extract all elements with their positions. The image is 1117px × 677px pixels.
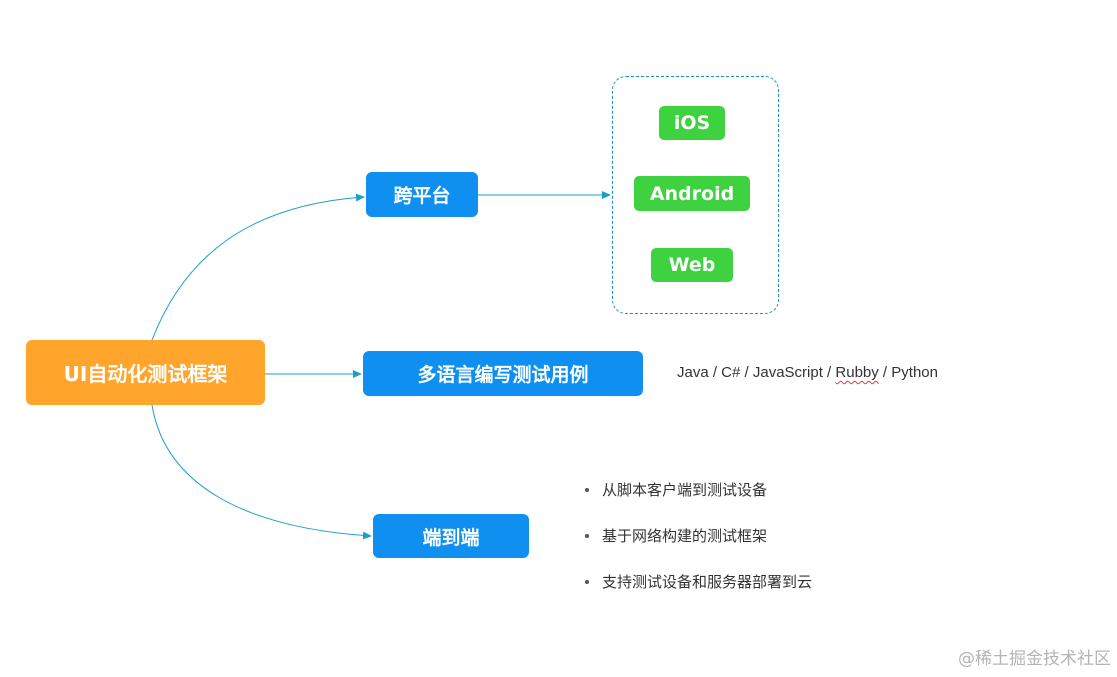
branch-cross-platform-label: 跨平台 [393, 185, 451, 207]
branch-end-to-end-label: 端到端 [422, 526, 480, 549]
bullet-dot-icon [585, 488, 589, 492]
branch-cross-platform: 跨平台 [366, 172, 478, 217]
watermark: @稀土掘金技术社区 [958, 649, 1111, 669]
end-to-end-point-text: 从脚本客户端到测试设备 [602, 481, 768, 499]
platform-ios: iOS [659, 106, 725, 140]
platform-web-label: Web [668, 254, 716, 276]
bullet-dot-icon [585, 580, 589, 584]
end-to-end-point: 从脚本客户端到测试设备 [582, 478, 812, 524]
end-to-end-points: 从脚本客户端到测试设备 基于网络构建的测试框架 支持测试设备和服务器部署到云 [582, 478, 812, 616]
language-list: Java / C# / JavaScript / Rubby / Python [677, 364, 938, 381]
end-to-end-point: 支持测试设备和服务器部署到云 [582, 570, 812, 616]
edge-root-to-end-to-end [151, 404, 372, 540]
branch-multi-language: 多语言编写测试用例 [363, 351, 643, 396]
platform-android: Android [634, 176, 750, 211]
platform-web: Web [651, 248, 733, 282]
platform-group-box [612, 76, 779, 314]
platform-android-label: Android [649, 182, 735, 205]
end-to-end-point: 基于网络构建的测试框架 [582, 524, 812, 570]
root-node-label: UI自动化测试框架 [63, 362, 228, 386]
end-to-end-point-text: 支持测试设备和服务器部署到云 [602, 573, 813, 591]
end-to-end-point-text: 基于网络构建的测试框架 [602, 527, 768, 545]
root-node: UI自动化测试框架 [26, 340, 265, 405]
branch-multi-language-label: 多语言编写测试用例 [417, 364, 589, 386]
platform-ios-label: iOS [673, 112, 711, 134]
edge-root-to-cross-platform [151, 193, 365, 341]
bullet-dot-icon [585, 534, 589, 538]
branch-end-to-end: 端到端 [373, 514, 529, 558]
language-list-end: / Python [878, 364, 938, 381]
language-list-start: Java / C# / JavaScript / [677, 364, 836, 381]
language-list-spellcheck-word: Rubby [835, 364, 879, 381]
